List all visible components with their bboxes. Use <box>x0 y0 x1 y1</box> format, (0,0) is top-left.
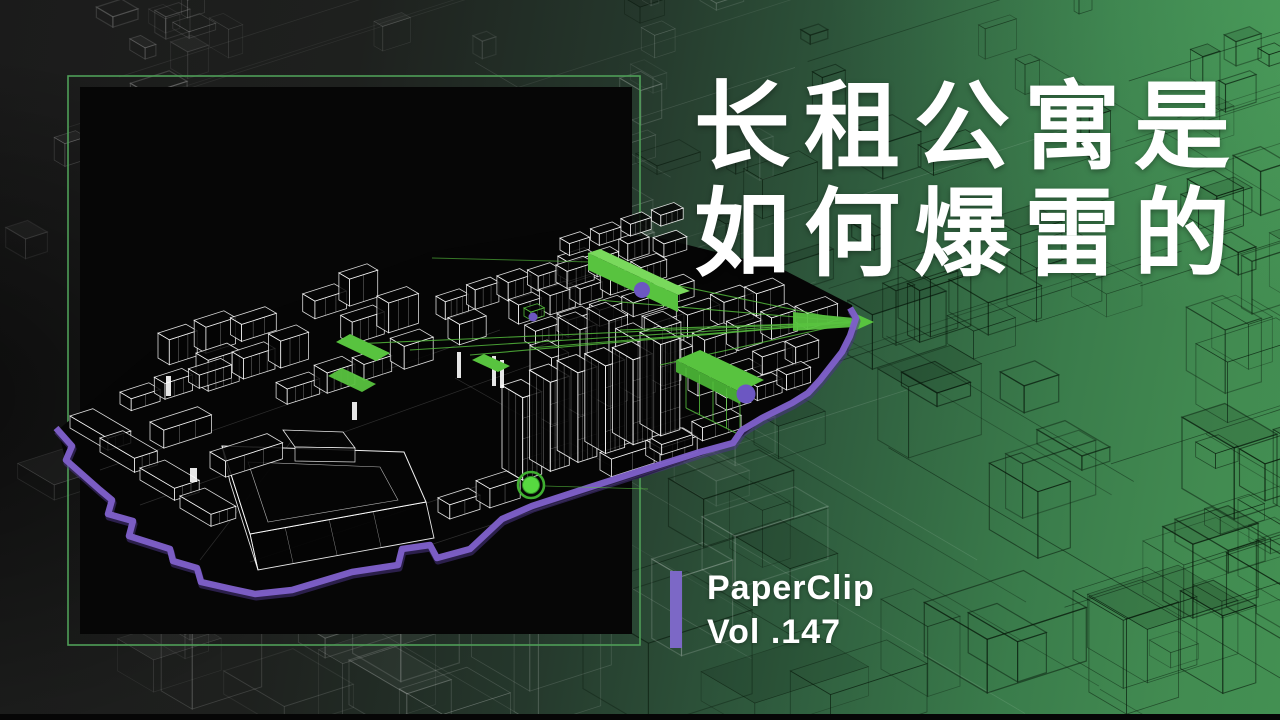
green-box-highlight <box>676 350 764 436</box>
boundary-outline <box>53 306 860 598</box>
site-boundary <box>53 306 861 601</box>
thumbnail-title: 长租公寓是 如何爆雷的 <box>694 74 1244 288</box>
highlight-slabs <box>328 249 690 392</box>
title-line-1: 长租公寓是 <box>694 74 1244 181</box>
wireframe-model-illustration <box>53 202 874 601</box>
purple-sphere-marker <box>736 384 756 404</box>
flat-building <box>221 429 435 571</box>
title-line-2: 如何爆雷的 <box>694 181 1244 288</box>
buildings-wireframe <box>69 202 839 571</box>
location-ring-icon <box>516 470 649 500</box>
bottom-letterbox-strip <box>0 714 1280 720</box>
purple-sphere-marker <box>634 282 650 298</box>
